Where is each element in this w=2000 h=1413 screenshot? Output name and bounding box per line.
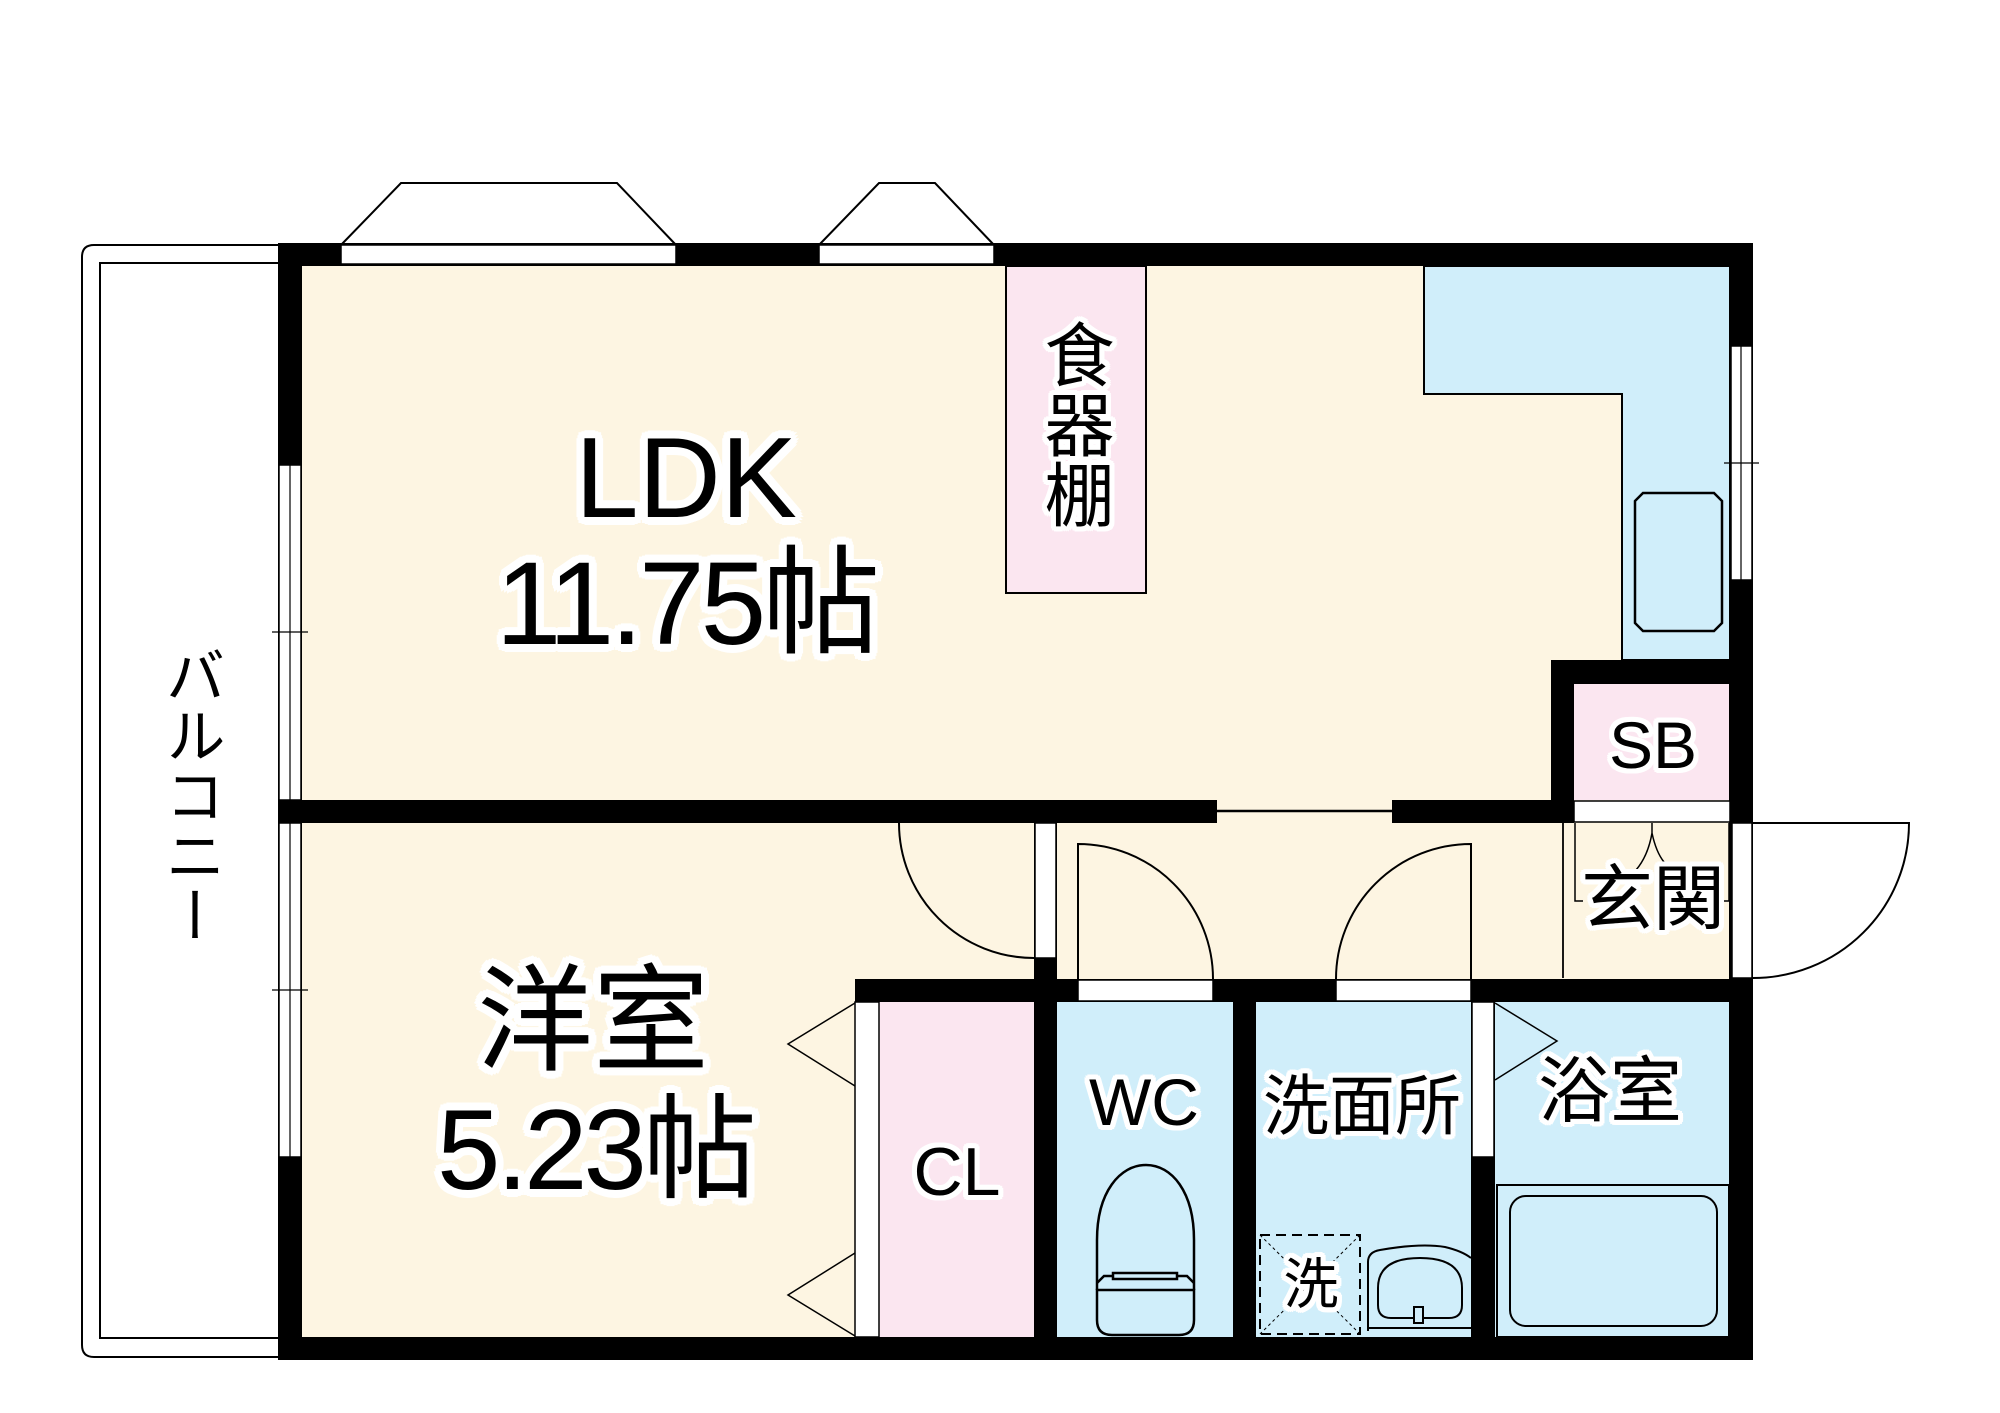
bathroom-door-fold	[1494, 1002, 1559, 1081]
bay-window-outlines	[340, 182, 995, 246]
ldk-name-label: LDK	[575, 415, 797, 542]
western-room-area-label: 5.23帖	[437, 1087, 757, 1214]
toilet-icon	[1095, 1163, 1196, 1337]
western-room-door-swing	[898, 822, 1035, 959]
closet-folding-door	[854, 1001, 880, 1338]
closet-label: CL	[913, 1134, 1001, 1210]
bathroom-area	[1495, 1002, 1730, 1337]
shoe-box-bifold-door	[1574, 823, 1730, 902]
balcony-railing	[81, 244, 278, 1358]
wall-shoe-box-left	[1551, 660, 1574, 823]
toilet-label: WC	[1089, 1065, 1199, 1139]
bathtub-icon	[1496, 1184, 1730, 1338]
balcony-label: バルコニー	[157, 645, 224, 945]
entrance-label: 玄関	[1580, 860, 1726, 940]
bay-window-2-outline	[818, 182, 995, 246]
washroom-area	[1256, 1002, 1471, 1337]
bathroom-label: 浴室	[1537, 1052, 1683, 1132]
wall-south	[278, 1337, 1753, 1360]
window-bay-2	[818, 244, 995, 265]
wall-ldk-hall-divider	[1392, 800, 1574, 823]
washroom-label: 洗面所	[1263, 1069, 1461, 1143]
washroom-door	[1335, 979, 1472, 1002]
wall-service-top	[855, 979, 1753, 1002]
cupboard-label: 食器棚	[1035, 319, 1113, 529]
shoe-box-door	[1573, 800, 1731, 823]
window-bay-1	[340, 244, 677, 265]
openings	[278, 244, 1753, 1338]
western-room-door	[1034, 822, 1057, 959]
entrance-door-swing	[1752, 822, 1911, 979]
wall-ldk-western-divider	[278, 800, 1217, 823]
washing-machine-space-icon	[1259, 1234, 1361, 1335]
ldk-area-label: 11.75帖	[495, 538, 881, 670]
wall-shoe-box-top	[1551, 660, 1753, 684]
door-swings	[786, 809, 1911, 1337]
western-room-name-label: 洋室	[477, 956, 709, 1086]
washbasin-icon	[1367, 1244, 1472, 1331]
washroom-door-swing	[1335, 842, 1472, 980]
entrance-door-frame	[1731, 822, 1753, 979]
washer-space-label: 洗	[1283, 1253, 1339, 1316]
shoe-box-area	[1574, 684, 1730, 800]
toilet-door	[1077, 979, 1214, 1002]
bay-window-1-outline	[340, 182, 677, 246]
cupboard-area	[1005, 265, 1147, 594]
closet-door-fold-2	[786, 1252, 856, 1337]
toilet-door-swing	[1077, 842, 1214, 980]
window-sash-lines	[272, 346, 1759, 1157]
closet-door-fold-1	[786, 1002, 856, 1087]
stove-icon	[1633, 491, 1724, 633]
closet-area	[879, 1002, 1034, 1337]
bathroom-door	[1471, 1001, 1495, 1158]
shoe-box-label: SB	[1608, 708, 1698, 782]
wall-toilet-washroom	[1233, 979, 1256, 1360]
